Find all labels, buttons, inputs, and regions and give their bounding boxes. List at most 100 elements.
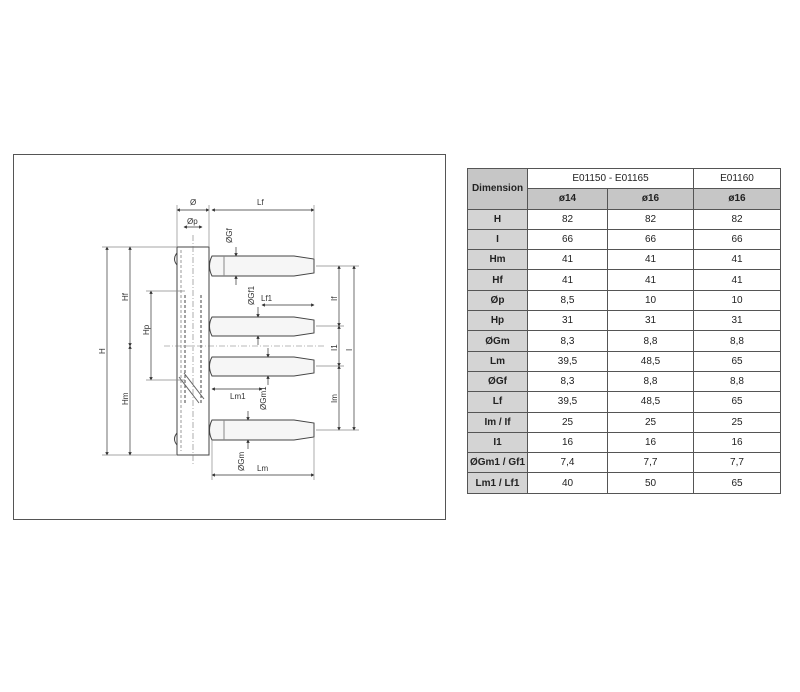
table-cell: 82 xyxy=(527,208,608,230)
table-cell: 41 xyxy=(693,269,781,291)
row-label: I xyxy=(467,228,528,251)
table-row: Hp 31 31 31 xyxy=(467,310,781,332)
table-cell: 31 xyxy=(693,310,781,332)
table-row: Hm 41 41 41 xyxy=(467,249,781,271)
hinge-body xyxy=(174,246,210,456)
row-label: Lm xyxy=(467,350,528,372)
table-cell: 8,3 xyxy=(527,370,608,393)
table-row: H 82 82 82 xyxy=(467,208,781,230)
label-i1: I1 xyxy=(330,344,339,351)
label-diameter: Ø xyxy=(190,198,196,207)
table-cell: 8,8 xyxy=(693,330,781,352)
table-row: ØGm1 / Gf1 7,4 7,7 7,7 xyxy=(467,452,781,474)
technical-drawing-panel: Ø Øp Lf ØGf ØGf1 Lf1 Lm1 ØGm1 ØGm Lm H H… xyxy=(13,154,446,520)
table-cell: 8,8 xyxy=(693,370,781,393)
label-lf1: Lf1 xyxy=(261,294,273,303)
label-lm: Lm xyxy=(257,464,268,473)
pin-1 xyxy=(209,255,315,277)
table-cell: 16 xyxy=(693,431,781,454)
label-hf: Hf xyxy=(121,292,130,301)
table-cell: 65 xyxy=(693,350,781,372)
label-hm: Hm xyxy=(121,392,130,405)
dimension-table: Dimension E01150 - E01165 E01160 ø14 ø16… xyxy=(467,167,781,494)
table-cell: 66 xyxy=(527,228,608,251)
table-cell: 25 xyxy=(693,411,781,433)
row-label: Øp xyxy=(467,289,528,312)
label-diameter-gf: ØGf xyxy=(225,228,234,243)
table-cell: 7,7 xyxy=(607,452,694,474)
table-row: I 66 66 66 xyxy=(467,228,781,251)
table-cell: 8,8 xyxy=(607,330,694,352)
table-cell: 25 xyxy=(527,411,608,433)
table-row: ØGm 8,3 8,8 8,8 xyxy=(467,330,781,352)
table-cell: 8,5 xyxy=(527,289,608,312)
label-hp: Hp xyxy=(142,324,151,335)
subheader: ø16 xyxy=(693,188,781,210)
label-diameter-p: Øp xyxy=(187,217,198,226)
row-label: ØGm xyxy=(467,330,528,352)
dimension-header: Dimension xyxy=(467,168,528,210)
label-i: I xyxy=(345,349,354,351)
label-im: Im xyxy=(330,394,339,403)
table-cell: 25 xyxy=(607,411,694,433)
row-label: Im / If xyxy=(467,411,528,433)
table-cell: 40 xyxy=(527,472,608,494)
table-cell: 39,5 xyxy=(527,391,608,413)
pin-4 xyxy=(209,419,315,441)
table-cell: 41 xyxy=(527,249,608,271)
table-cell: 50 xyxy=(607,472,694,494)
row-label: Lm1 / Lf1 xyxy=(467,472,528,494)
table-cell: 8,8 xyxy=(607,370,694,393)
table-cell: 41 xyxy=(693,249,781,271)
group-header: E01160 xyxy=(693,167,781,190)
table-cell: 82 xyxy=(607,208,694,230)
table-cell: 16 xyxy=(527,431,608,454)
row-label: Hf xyxy=(467,269,528,291)
table-row: Øp 8,5 10 10 xyxy=(467,289,781,312)
label-diameter-gm: ØGm xyxy=(237,452,246,471)
hinge-drawing: Ø Øp Lf ØGf ØGf1 Lf1 Lm1 ØGm1 ØGm Lm H H… xyxy=(98,198,359,480)
table-cell: 7,4 xyxy=(527,452,608,474)
table-cell: 16 xyxy=(607,431,694,454)
label-lm1: Lm1 xyxy=(230,392,246,401)
table-cell: 41 xyxy=(607,269,694,291)
row-label: Hm xyxy=(467,249,528,271)
table-row: Hf 41 41 41 xyxy=(467,269,781,291)
table-row: Im / If 25 25 25 xyxy=(467,411,781,433)
table-cell: 31 xyxy=(527,310,608,332)
group-header: E01150 - E01165 xyxy=(527,167,694,190)
label-if: If xyxy=(330,296,339,301)
pin-3 xyxy=(209,356,315,377)
table-cell: 10 xyxy=(607,289,694,312)
table-cell: 65 xyxy=(693,472,781,494)
table-row: I1 16 16 16 xyxy=(467,431,781,454)
row-label: Hp xyxy=(467,310,528,332)
table-row: ØGf 8,3 8,8 8,8 xyxy=(467,370,781,393)
table-cell: 41 xyxy=(527,269,608,291)
row-label: ØGf xyxy=(467,370,528,393)
table-cell: 31 xyxy=(607,310,694,332)
table-cell: 48,5 xyxy=(607,391,694,413)
table-cell: 10 xyxy=(693,289,781,312)
table-row: Lm1 / Lf1 40 50 65 xyxy=(467,472,781,494)
table-row: Lm 39,5 48,5 65 xyxy=(467,350,781,372)
table-cell: 48,5 xyxy=(607,350,694,372)
table-cell: 66 xyxy=(693,228,781,251)
table-row: Lf 39,5 48,5 65 xyxy=(467,391,781,413)
subheader: ø14 xyxy=(527,188,608,210)
label-h: H xyxy=(98,348,107,354)
table-cell: 65 xyxy=(693,391,781,413)
table-cell: 39,5 xyxy=(527,350,608,372)
row-label: ØGm1 / Gf1 xyxy=(467,452,528,474)
table-cell: 8,3 xyxy=(527,330,608,352)
table-cell: 66 xyxy=(607,228,694,251)
pin-2 xyxy=(209,316,315,337)
table-cell: 82 xyxy=(693,208,781,230)
table-cell: 7,7 xyxy=(693,452,781,474)
table-cell: 41 xyxy=(607,249,694,271)
label-diameter-gm1: ØGm1 xyxy=(259,386,268,410)
row-label: Lf xyxy=(467,391,528,413)
row-label: I1 xyxy=(467,431,528,454)
row-label: H xyxy=(467,208,528,230)
label-lf: Lf xyxy=(257,198,264,207)
